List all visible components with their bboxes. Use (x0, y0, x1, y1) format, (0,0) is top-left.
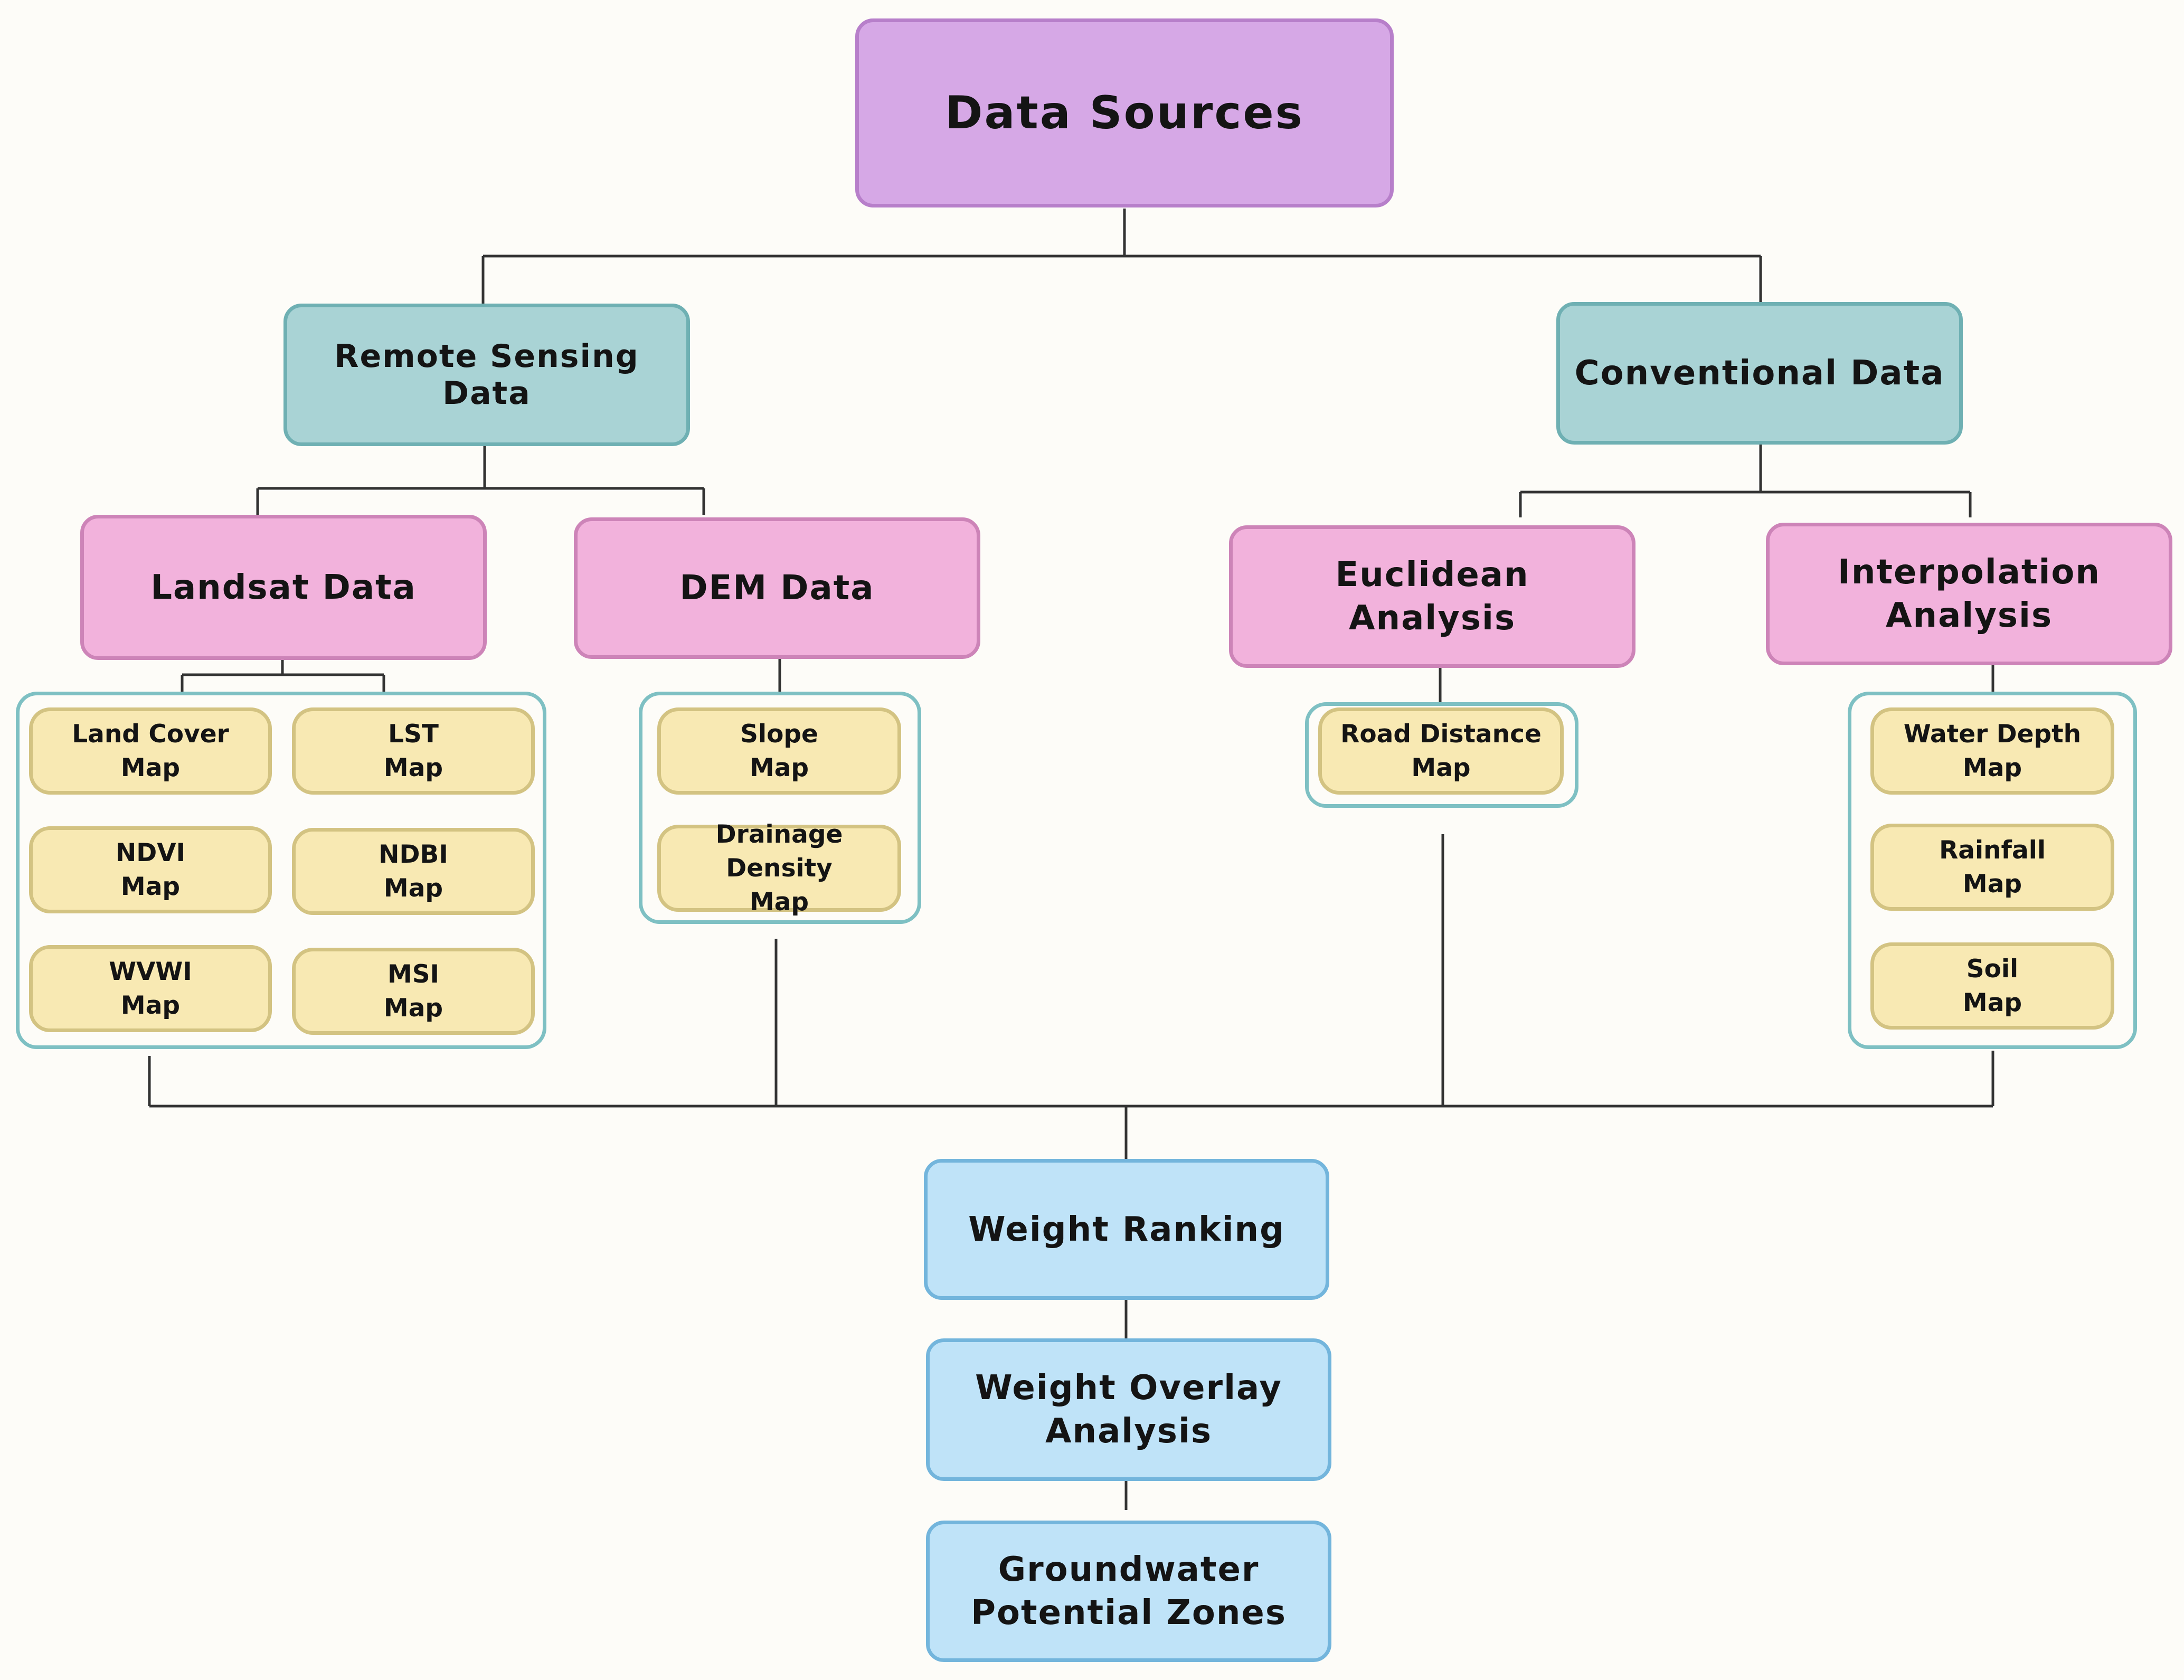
road-distance-map-label: Road Distance Map (1340, 719, 1542, 782)
data-sources-node: Data Sources (855, 18, 1394, 207)
ndbi-map-node: NDBI Map (292, 828, 535, 915)
landsat-data-node: Landsat Data (80, 515, 487, 660)
drainage-density-map-label: Drainage Density Map (715, 819, 843, 917)
dem-data-node: DEM Data (574, 517, 980, 659)
soil-map-node: Soil Map (1870, 942, 2114, 1030)
data-sources-label: Data Sources (945, 87, 1304, 139)
connector-root-to-categories (481, 209, 1762, 304)
msi-map-label: MSI Map (383, 959, 443, 1023)
euclidean-analysis-node: Euclidean Analysis (1229, 525, 1635, 668)
slope-map-label: Slope Map (740, 719, 818, 782)
dem-maps-group (639, 692, 921, 924)
road-distance-map-node: Road Distance Map (1318, 707, 1564, 795)
connector-conventional-to-sources (1519, 445, 1972, 517)
groundwater-potential-zones-label: Groundwater Potential Zones (971, 1550, 1287, 1632)
wvwi-map-label: WVWI Map (109, 957, 192, 1020)
rainfall-map-label: Rainfall Map (1939, 835, 2046, 899)
rainfall-map-node: Rainfall Map (1870, 824, 2114, 911)
wvwi-map-node: WVWI Map (29, 945, 272, 1032)
interpolation-analysis-label: Interpolation Analysis (1838, 553, 2101, 635)
euclidean-analysis-label: Euclidean Analysis (1335, 555, 1529, 638)
groundwater-potential-zones-node: Groundwater Potential Zones (926, 1521, 1331, 1662)
landsat-maps-group (16, 692, 546, 1049)
remote-sensing-data-node: Remote Sensing Data (283, 304, 690, 446)
land-cover-map-node: Land Cover Map (29, 707, 272, 795)
lst-map-node: LST Map (292, 707, 535, 795)
weight-overlay-analysis-label: Weight Overlay Analysis (975, 1368, 1282, 1451)
connector-landsat-to-maps (181, 660, 385, 692)
ndbi-map-label: NDBI Map (379, 839, 448, 903)
landsat-data-label: Landsat Data (150, 568, 417, 607)
weight-ranking-label: Weight Ranking (968, 1210, 1285, 1249)
weight-ranking-node: Weight Ranking (924, 1159, 1329, 1300)
weight-overlay-analysis-node: Weight Overlay Analysis (926, 1338, 1331, 1481)
connector-remote-to-sources (256, 446, 705, 515)
drainage-density-map-node: Drainage Density Map (657, 820, 901, 917)
conventional-data-label: Conventional Data (1574, 354, 1945, 393)
lst-map-label: LST Map (383, 719, 443, 782)
msi-map-node: MSI Map (292, 948, 535, 1035)
conventional-data-node: Conventional Data (1556, 302, 1963, 445)
connector-groups-to-bus (148, 834, 1994, 1106)
soil-map-label: Soil Map (1962, 954, 2022, 1017)
water-depth-map-node: Water Depth Map (1870, 707, 2114, 795)
remote-sensing-data-label: Remote Sensing Data (334, 338, 639, 412)
land-cover-map-label: Land Cover Map (72, 719, 229, 782)
dem-data-label: DEM Data (679, 569, 875, 608)
euclidean-maps-group (1305, 702, 1578, 808)
water-depth-map-label: Water Depth Map (1903, 719, 2082, 782)
interpolation-analysis-node: Interpolation Analysis (1766, 523, 2172, 665)
ndvi-map-label: NDVI Map (115, 838, 186, 901)
slope-map-node: Slope Map (657, 707, 901, 795)
interpolation-maps-group (1848, 692, 2137, 1049)
ndvi-map-node: NDVI Map (29, 826, 272, 913)
